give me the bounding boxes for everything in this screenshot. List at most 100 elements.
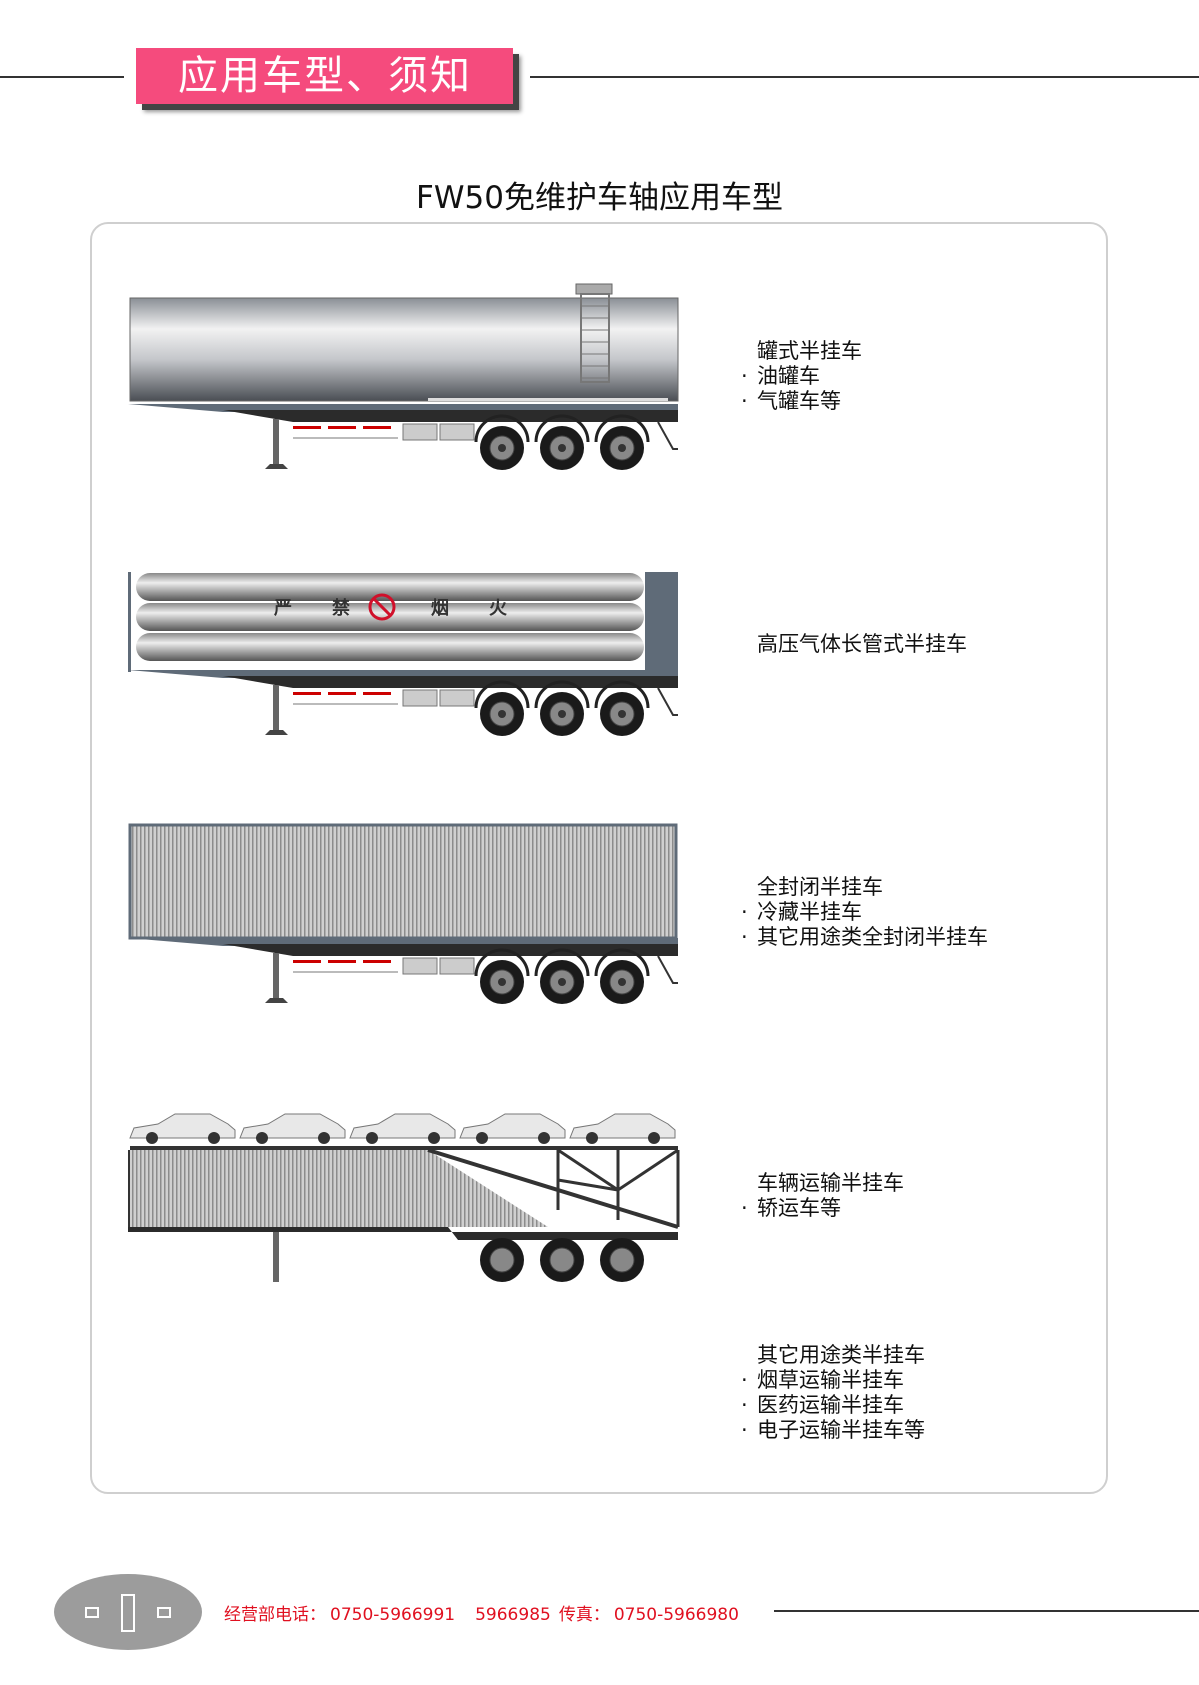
car-wheel <box>476 1132 488 1144</box>
rear-bumper <box>657 421 678 450</box>
fender <box>594 948 650 977</box>
rail <box>293 971 398 973</box>
side-panel <box>130 1150 548 1227</box>
reflector <box>363 426 391 429</box>
tube-trailer-image: 严禁烟火 <box>128 572 678 736</box>
car <box>239 1113 346 1139</box>
car-wheel <box>538 1132 550 1144</box>
heading: 罐式半挂车 <box>757 339 862 363</box>
landing-leg <box>273 953 279 1003</box>
tank-trailer-image <box>128 283 679 470</box>
fender <box>534 414 590 443</box>
gas-tube <box>136 633 644 661</box>
landing-foot <box>265 464 288 469</box>
content-panel <box>90 222 1108 1494</box>
reflector <box>363 692 391 695</box>
box-trailer-description: 全封闭半挂车 冷藏半挂车 其它用途类全封闭半挂车 <box>741 875 988 950</box>
toolbox <box>439 423 475 441</box>
frame <box>223 410 678 422</box>
truss <box>556 1148 680 1227</box>
manhole <box>575 283 613 295</box>
fender <box>534 948 590 977</box>
landing-leg <box>273 685 279 735</box>
section-banner: 应用车型、须知 <box>136 48 513 104</box>
sales-phone-2: 5966985 <box>475 1605 551 1625</box>
wheel-hub <box>549 1247 575 1273</box>
no-smoking-icon-slash <box>372 597 392 617</box>
rail <box>293 703 398 705</box>
landing-leg <box>273 1232 279 1282</box>
wheel-center <box>558 710 566 718</box>
car <box>129 1113 236 1139</box>
toolbox <box>439 689 475 707</box>
wheel-hub <box>609 1247 635 1273</box>
frame <box>223 676 678 688</box>
bullet: 医药运输半挂车 <box>741 1393 925 1418</box>
fender <box>474 948 530 977</box>
reflector <box>293 692 321 695</box>
car-wheel <box>366 1132 378 1144</box>
frame <box>223 944 678 956</box>
car-wheel <box>318 1132 330 1144</box>
no-smoking-icon <box>368 593 396 621</box>
box-body <box>128 823 678 940</box>
tank-trailer-description: 罐式半挂车 油罐车 气罐车等 <box>741 339 862 414</box>
rear-bumper <box>657 687 678 716</box>
fender <box>594 680 650 709</box>
fax-label: 传真： <box>558 1605 610 1625</box>
other-trailers-description: 其它用途类半挂车 烟草运输半挂车 医药运输半挂车 电子运输半挂车等 <box>741 1343 925 1443</box>
wheel-center <box>558 978 566 986</box>
ladder <box>580 293 610 383</box>
wheel-center <box>498 978 506 986</box>
rail <box>293 437 398 439</box>
bullet: 轿运车等 <box>741 1196 904 1221</box>
wheel-center <box>618 444 626 452</box>
landing-foot <box>265 730 288 735</box>
page-title: FW50免维护车轴应用车型 <box>0 172 1199 217</box>
car-wheel <box>208 1132 220 1144</box>
warning-text: 严 <box>274 598 292 619</box>
fax-number: 0750-5966980 <box>613 1605 739 1625</box>
car <box>569 1113 676 1139</box>
contact-info: 经营部电话：0750-5966991 5966985 传真：0750-5966980 <box>224 1600 753 1625</box>
toolbox <box>402 957 438 975</box>
reflector <box>328 692 356 695</box>
landing-leg <box>273 419 279 469</box>
decor-square-right <box>157 1607 171 1618</box>
reflector <box>293 960 321 963</box>
heading: 车辆运输半挂车 <box>757 1171 904 1195</box>
wheel-center <box>558 444 566 452</box>
warning-text: 火 <box>489 598 508 619</box>
car-wheel <box>586 1132 598 1144</box>
tank-body <box>129 297 679 402</box>
bullet: 气罐车等 <box>741 389 862 414</box>
car <box>349 1113 456 1139</box>
decor-square-left <box>85 1607 99 1618</box>
car-wheel <box>146 1132 158 1144</box>
tube-trailer-description: 高压气体长管式半挂车 <box>741 632 967 657</box>
landing-foot <box>265 998 288 1003</box>
lower-frame <box>128 1227 678 1240</box>
toolbox <box>439 957 475 975</box>
wheel-center <box>618 978 626 986</box>
sales-label: 经营部电话： <box>224 1605 326 1625</box>
fender <box>534 680 590 709</box>
header-rule-right <box>530 76 1199 78</box>
rear-bumper <box>657 955 678 984</box>
gas-tube <box>136 573 644 601</box>
front-post <box>128 572 131 672</box>
fender <box>474 414 530 443</box>
car-wheel <box>428 1132 440 1144</box>
reflector <box>328 960 356 963</box>
heading: 全封闭半挂车 <box>757 875 883 899</box>
page-number-oval <box>54 1574 202 1650</box>
heading: 高压气体长管式半挂车 <box>757 632 967 656</box>
reflector <box>328 426 356 429</box>
bullet: 冷藏半挂车 <box>741 900 988 925</box>
sales-phone-1: 0750-5966991 <box>330 1605 456 1625</box>
warning-text: 禁 <box>332 597 350 619</box>
box-trailer-image <box>128 823 678 1004</box>
bullet: 其它用途类全封闭半挂车 <box>741 925 988 950</box>
bullet: 油罐车 <box>741 364 862 389</box>
footer-rule <box>774 1610 1199 1612</box>
